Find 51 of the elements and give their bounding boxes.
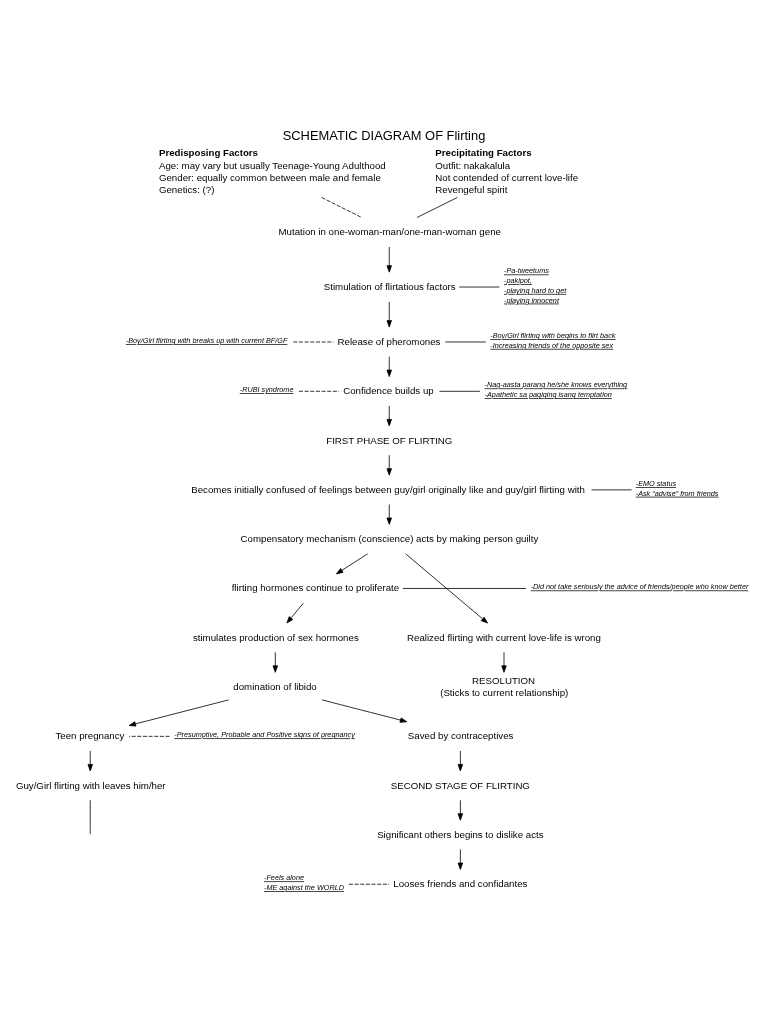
node-text: Release of pheromones	[337, 335, 441, 347]
connector	[416, 196, 458, 218]
arrow	[87, 750, 93, 771]
arrow	[272, 651, 278, 673]
node-text: FIRST PHASE OF FLIRTING	[326, 433, 453, 445]
node-text: Confidence builds up	[343, 384, 434, 396]
arrow	[386, 405, 392, 426]
node-text: flirting hormones continue to proliferate	[231, 581, 400, 593]
node-text: stimulates production of sex hormones	[192, 631, 359, 643]
arrow	[457, 848, 464, 870]
node-text: -Pa-tweetums -pakipot, -playing hard to get -playing innocent	[504, 265, 567, 305]
node-text: -Boy/Girl flirting with begins to flirt back -Increasing friends of the opposite sex	[490, 330, 616, 350]
node-text: Precipitating Factors Outfit: nakakalula Not contended of current love-life Revengeful spirit	[435, 146, 579, 195]
arrow	[386, 454, 392, 476]
node-text: Teen pregnancy	[55, 729, 125, 741]
node-text: -Nag-aasta parang he/she knows everything -Apathetic sa pagiging isang temptation	[484, 379, 628, 399]
arrow	[405, 552, 488, 623]
arrow	[386, 503, 392, 525]
arrow	[321, 699, 408, 723]
node-text: RESOLUTION (Sticks to current relationship)	[440, 673, 569, 698]
node-text: -Boy/Girl flirting with breaks up with current BF/GF	[125, 335, 288, 345]
arrow	[457, 799, 464, 821]
node-text: -Did not take seriously the advice of friends/people who know better	[530, 581, 749, 591]
node-text: Guy/Girl flirting with leaves him/her	[15, 779, 166, 791]
node-text: -Feels alone -ME against the WORLD	[264, 872, 344, 892]
node-text: -RUBI syndrome	[239, 384, 294, 394]
arrow	[386, 246, 392, 273]
arrow	[286, 602, 304, 623]
node-text: Predisposing Factors Age: may vary but usually Teenage-Young Adulthood Gender: equally common between male and female Genetics: (?)	[158, 146, 386, 195]
node-text: Realized flirting with current love-life is wrong	[407, 631, 601, 643]
arrow	[457, 750, 464, 771]
node-text: Compensatory mechanism (conscience) acts by making person guilty	[240, 532, 539, 544]
arrow	[386, 355, 392, 377]
node-text: domination of libido	[233, 680, 317, 692]
node-text: -EMO status -Ask “advise” from friends	[635, 478, 719, 498]
connector	[128, 735, 171, 737]
node-text: -Presumptive, Probable and Positive signs of pregnancy	[174, 729, 355, 739]
node-text: SECOND STAGE OF FLIRTING	[390, 779, 530, 791]
node-text: Stimulation of flirtatious factors	[323, 280, 456, 292]
node-text: Significant others begins to dislike acts	[377, 828, 544, 840]
node-text: Becomes initially confused of feelings between guy/girl originally like and guy/girl flirting with	[191, 483, 585, 495]
diagram-title: SCHEMATIC DIAGRAM OF Flirting	[282, 127, 486, 143]
connector	[402, 587, 527, 589]
arrow	[501, 651, 507, 673]
node-text: Mutation in one-woman-man/one-man-woman gene	[278, 225, 501, 237]
arrow	[335, 552, 369, 574]
node-text: Looses friends and confidantes	[393, 877, 528, 889]
connector	[321, 196, 363, 218]
arrow	[386, 300, 392, 327]
node-text: Saved by contraceptives	[407, 729, 514, 741]
arrow	[128, 699, 229, 726]
